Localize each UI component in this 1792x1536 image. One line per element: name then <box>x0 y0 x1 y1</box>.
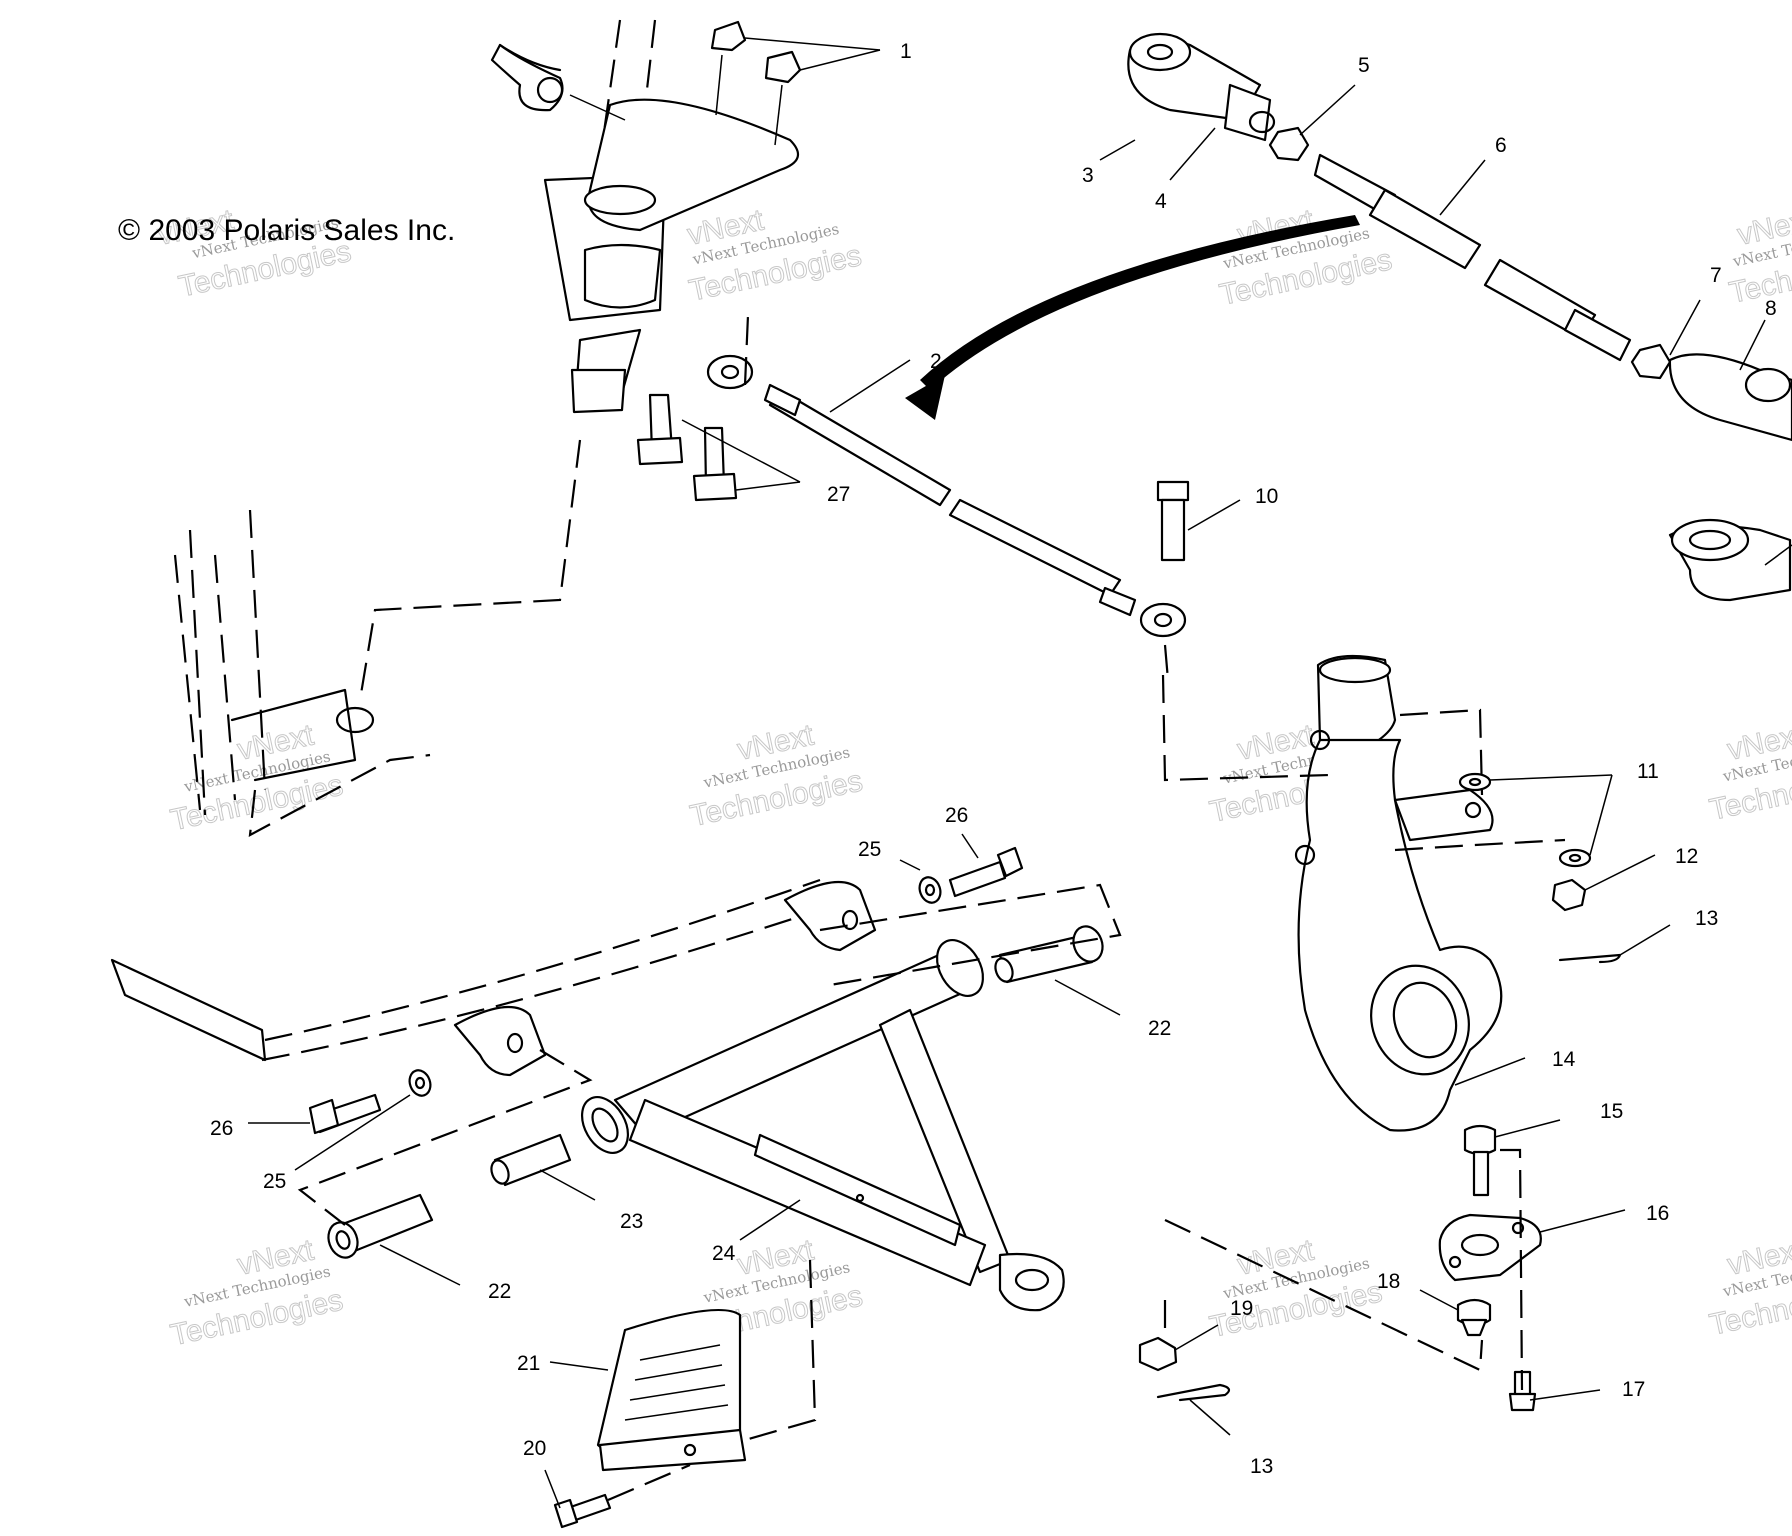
callout-5: 5 <box>1358 54 1370 77</box>
watermark: vNext vNext Technologies Technologies <box>167 1233 346 1353</box>
watermark: vNext vNext Technologies Technologies <box>684 203 865 308</box>
watermark: vNext vNext Technologies Technologies <box>167 718 346 838</box>
callout-23: 23 <box>620 1210 643 1233</box>
callout-16: 16 <box>1646 1202 1669 1225</box>
bolt-15 <box>1463 1124 1497 1197</box>
pivot-tube-22a <box>994 925 1104 984</box>
washer-11b <box>1558 848 1592 868</box>
callout-26b: 26 <box>210 1117 233 1140</box>
callout-22a: 22 <box>1148 1017 1171 1040</box>
bolt-27a <box>636 393 684 466</box>
callout-4: 4 <box>1155 190 1167 213</box>
watermark-layer: vNext vNext Technologies Technologies vN… <box>154 203 1792 1353</box>
watermark: vNext vNext Technologies Technologies <box>1706 1233 1792 1342</box>
spindle-14 <box>1294 654 1526 1132</box>
plate-16 <box>1438 1213 1542 1282</box>
bolt-27b <box>692 426 738 502</box>
callout-18: 18 <box>1377 1270 1400 1293</box>
bolt-26b <box>308 1093 382 1135</box>
callout-3: 3 <box>1082 164 1094 187</box>
nut-12 <box>1551 878 1587 912</box>
bolt-10 <box>1156 480 1241 562</box>
callout-11: 11 <box>1637 760 1659 783</box>
steering-column <box>358 19 881 701</box>
callout-13a: 13 <box>1695 907 1718 930</box>
callout-10: 10 <box>1255 485 1278 508</box>
ball-joint-18 <box>1456 1298 1492 1337</box>
callout-26a: 26 <box>945 804 968 827</box>
tie-rod-assembly <box>1099 32 1792 602</box>
copyright-text: © 2003 Polaris Sales Inc. <box>118 214 455 247</box>
watermark: vNext vNext Technologies Technologies <box>1206 1233 1385 1344</box>
nut-1a <box>710 20 747 52</box>
callout-24: 24 <box>712 1242 736 1265</box>
callout-7: 7 <box>1710 264 1722 287</box>
callout-8: 8 <box>1765 297 1777 320</box>
a-arm-24 <box>580 939 1065 1312</box>
pivot-tube-22b <box>327 1193 434 1259</box>
washer-25b <box>408 1069 432 1097</box>
callout-25a: 25 <box>858 838 881 861</box>
nut-1b <box>764 50 802 84</box>
callout-17: 17 <box>1622 1378 1645 1401</box>
direction-arrow <box>905 215 1360 420</box>
callout-1: 1 <box>900 40 912 63</box>
skid-plate-21 <box>549 1308 747 1472</box>
watermark: vNext vNext Technologies Technologies <box>1706 718 1792 827</box>
bolt-26a <box>948 846 1024 898</box>
callout-21: 21 <box>517 1352 540 1375</box>
frame-rail <box>110 878 1122 1226</box>
bushing-23 <box>490 1133 572 1187</box>
tie-rod-2 <box>706 314 1187 681</box>
callout-15: 15 <box>1600 1100 1623 1123</box>
callout-19: 19 <box>1230 1297 1253 1320</box>
callout-12: 12 <box>1675 845 1698 868</box>
cotter-pin-13a <box>1558 953 1622 964</box>
frame-outline <box>173 509 431 837</box>
washer-11a <box>1458 772 1492 792</box>
callout-2: 2 <box>930 350 942 373</box>
watermark: vNext vNext Technologies Technologies <box>687 718 866 834</box>
callout-labels: 1 2 3 4 5 6 7 8 10 11 12 13 13 14 15 16 … <box>210 40 1777 1478</box>
callout-25b: 25 <box>263 1170 286 1193</box>
callout-6: 6 <box>1495 134 1507 157</box>
callout-20: 20 <box>523 1437 546 1460</box>
callout-27: 27 <box>827 483 850 506</box>
watermark: vNext vNext Technologies Technologies <box>1726 203 1792 310</box>
washer-25a <box>918 876 942 904</box>
callout-22b: 22 <box>488 1280 511 1303</box>
bolt-20 <box>544 1259 817 1529</box>
nut-19 <box>1138 1336 1178 1372</box>
cotter-pin-13b <box>1156 1383 1231 1402</box>
callout-14: 14 <box>1552 1048 1576 1071</box>
callout-13b: 13 <box>1250 1455 1273 1478</box>
